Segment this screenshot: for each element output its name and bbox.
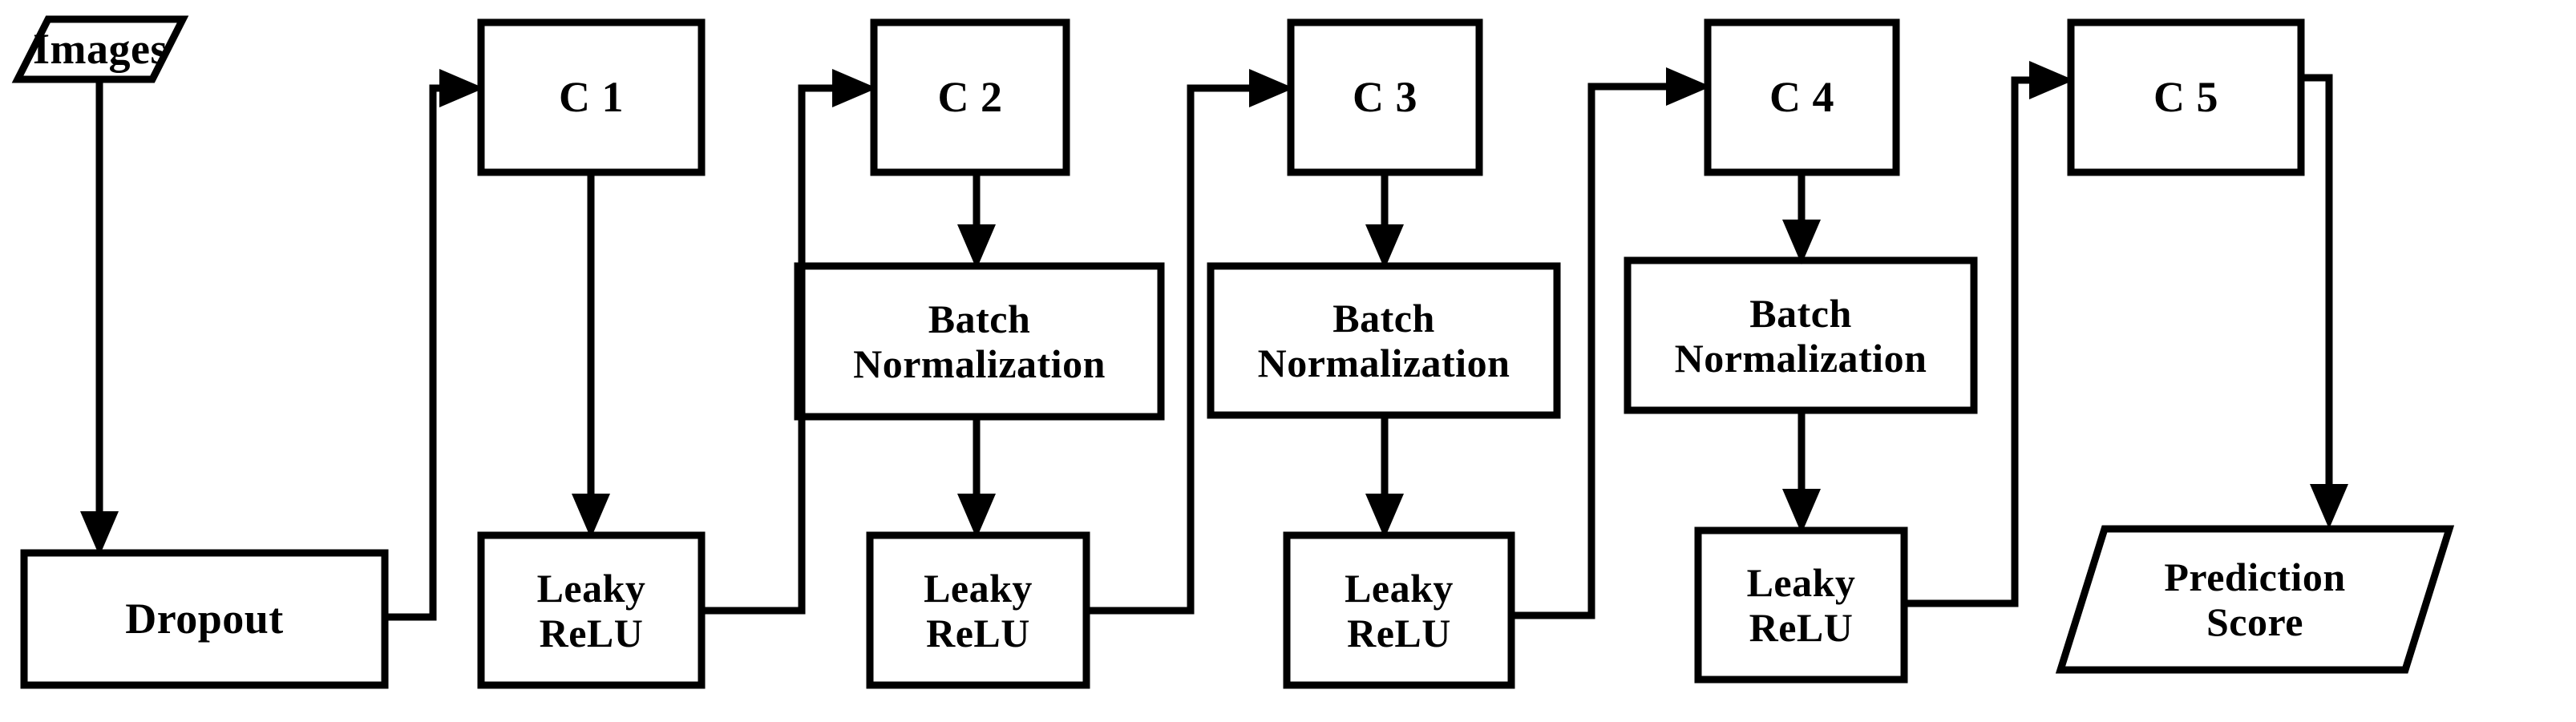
node-c4-shape[interactable] bbox=[1704, 18, 1900, 176]
node-lrelu1-shape[interactable] bbox=[477, 531, 706, 689]
node-prediction-shape[interactable] bbox=[2055, 525, 2455, 674]
edge-dropout-to-c1-arrowhead bbox=[439, 69, 484, 107]
node-lrelu4-shape[interactable] bbox=[1694, 526, 1908, 684]
edge-c5-to-prediction bbox=[2301, 74, 2333, 502]
node-c5-shape[interactable] bbox=[2067, 18, 2305, 176]
edge-c4-to-bn3-arrowhead bbox=[1782, 220, 1821, 264]
edge-c5-to-prediction-arrowhead bbox=[2310, 484, 2348, 529]
node-c1-shape[interactable] bbox=[477, 18, 706, 176]
edge-bn1-to-lrelu2-arrowhead bbox=[957, 494, 996, 538]
edge-lrelu3-to-c4 bbox=[1511, 83, 1680, 619]
node-bn2-shape[interactable] bbox=[1207, 262, 1561, 419]
edge-lrelu3-to-c4-arrowhead bbox=[1666, 67, 1711, 106]
edge-lrelu1-to-c2-arrowhead bbox=[832, 69, 877, 107]
edge-lrelu1-to-c2 bbox=[702, 84, 847, 615]
edge-bn2-to-lrelu3-arrowhead bbox=[1365, 494, 1404, 538]
node-lrelu2-shape[interactable] bbox=[866, 531, 1090, 689]
node-c3-shape[interactable] bbox=[1287, 18, 1483, 176]
edge-c2-to-bn1-arrowhead bbox=[957, 224, 996, 269]
node-bn1-shape[interactable] bbox=[794, 262, 1165, 421]
edge-dropout-to-c1 bbox=[385, 84, 454, 621]
edge-bn3-to-lrelu4-arrowhead bbox=[1782, 489, 1821, 534]
edge-c3-to-bn2-arrowhead bbox=[1365, 224, 1404, 269]
edge-images-to-dropout-arrowhead bbox=[80, 511, 119, 556]
edge-lrelu2-to-c3 bbox=[1086, 84, 1264, 615]
node-images-shape[interactable] bbox=[11, 15, 189, 83]
node-lrelu3-shape[interactable] bbox=[1283, 531, 1515, 689]
node-bn3-shape[interactable] bbox=[1624, 256, 1978, 414]
edge-lrelu4-to-c5-arrowhead bbox=[2029, 61, 2074, 99]
edge-lrelu2-to-c3-arrowhead bbox=[1249, 69, 1294, 107]
node-c2-shape[interactable] bbox=[870, 18, 1070, 176]
node-dropout-shape[interactable] bbox=[20, 549, 389, 689]
edge-c1-to-lrelu1-arrowhead bbox=[572, 494, 610, 538]
